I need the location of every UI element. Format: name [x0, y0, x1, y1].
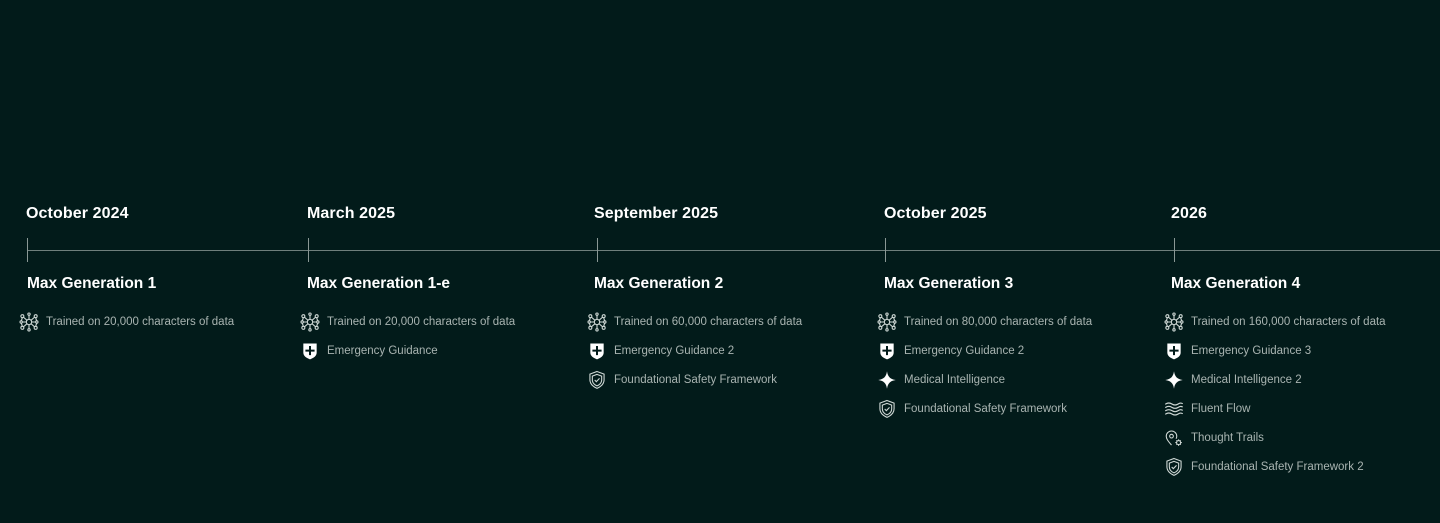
feature-label: Medical Intelligence 2 — [1191, 373, 1302, 386]
milestone-date: March 2025 — [307, 205, 396, 222]
shield-check-icon — [586, 369, 608, 391]
feature-item: Trained on 20,000 characters of data — [299, 307, 515, 336]
network-icon — [18, 311, 40, 333]
milestone-date: September 2025 — [594, 205, 719, 222]
sparkle-icon — [1163, 369, 1185, 391]
feature-label: Trained on 160,000 characters of data — [1191, 315, 1386, 328]
network-icon — [299, 311, 321, 333]
feature-label: Medical Intelligence — [904, 373, 1006, 386]
feature-item: Trained on 160,000 characters of data — [1163, 307, 1386, 336]
feature-item: Thought Trails — [1163, 423, 1386, 452]
feature-item: Emergency Guidance 3 — [1163, 336, 1386, 365]
generation-title: Max Generation 3 — [884, 275, 1014, 292]
feature-item: Foundational Safety Framework — [876, 394, 1092, 423]
timeline-tick — [308, 238, 309, 262]
feature-item: Emergency Guidance — [299, 336, 515, 365]
feature-label: Emergency Guidance — [327, 344, 438, 357]
timeline-tick — [885, 238, 886, 262]
feature-item: Trained on 80,000 characters of data — [876, 307, 1092, 336]
network-icon — [1163, 311, 1185, 333]
feature-item: Medical Intelligence — [876, 365, 1092, 394]
feature-label: Emergency Guidance 2 — [614, 344, 735, 357]
feature-item: Trained on 20,000 characters of data — [18, 307, 234, 336]
feature-item: Foundational Safety Framework 2 — [1163, 452, 1386, 481]
feature-label: Emergency Guidance 2 — [904, 344, 1025, 357]
feature-label: Thought Trails — [1191, 431, 1264, 444]
shield-check-icon — [876, 398, 898, 420]
timeline-tick — [597, 238, 598, 262]
timeline-tick — [1174, 238, 1175, 262]
medical-shield-icon — [586, 340, 608, 362]
milestone-date: 2026 — [1171, 205, 1207, 222]
feature-label: Fluent Flow — [1191, 402, 1251, 415]
location-pin-icon — [1163, 427, 1185, 449]
feature-label: Trained on 80,000 characters of data — [904, 315, 1093, 328]
medical-shield-icon — [1163, 340, 1185, 362]
network-icon — [876, 311, 898, 333]
timeline-tick — [27, 238, 28, 262]
network-icon — [586, 311, 608, 333]
feature-label: Foundational Safety Framework — [904, 402, 1067, 415]
feature-label: Emergency Guidance 3 — [1191, 344, 1312, 357]
timeline-axis — [28, 250, 1440, 251]
feature-item: Emergency Guidance 2 — [586, 336, 802, 365]
shield-check-icon — [1163, 456, 1185, 478]
feature-item: Foundational Safety Framework — [586, 365, 802, 394]
waves-icon — [1163, 398, 1185, 420]
feature-label: Foundational Safety Framework — [614, 373, 777, 386]
generation-title: Max Generation 4 — [1171, 275, 1301, 292]
generation-title: Max Generation 2 — [594, 275, 724, 292]
medical-shield-icon — [876, 340, 898, 362]
sparkle-icon — [876, 369, 898, 391]
feature-item: Emergency Guidance 2 — [876, 336, 1092, 365]
feature-label: Foundational Safety Framework 2 — [1191, 460, 1364, 473]
feature-item: Medical Intelligence 2 — [1163, 365, 1386, 394]
feature-label: Trained on 20,000 characters of data — [46, 315, 235, 328]
feature-item: Fluent Flow — [1163, 394, 1386, 423]
generation-title: Max Generation 1-e — [307, 275, 450, 292]
generation-title: Max Generation 1 — [27, 275, 157, 292]
feature-label: Trained on 60,000 characters of data — [614, 315, 803, 328]
feature-list: Trained on 20,000 characters of data — [18, 307, 234, 336]
medical-shield-icon — [299, 340, 321, 362]
feature-label: Trained on 20,000 characters of data — [327, 315, 516, 328]
feature-item: Trained on 60,000 characters of data — [586, 307, 802, 336]
milestone-date: October 2024 — [26, 205, 129, 222]
milestone-date: October 2025 — [884, 205, 987, 222]
